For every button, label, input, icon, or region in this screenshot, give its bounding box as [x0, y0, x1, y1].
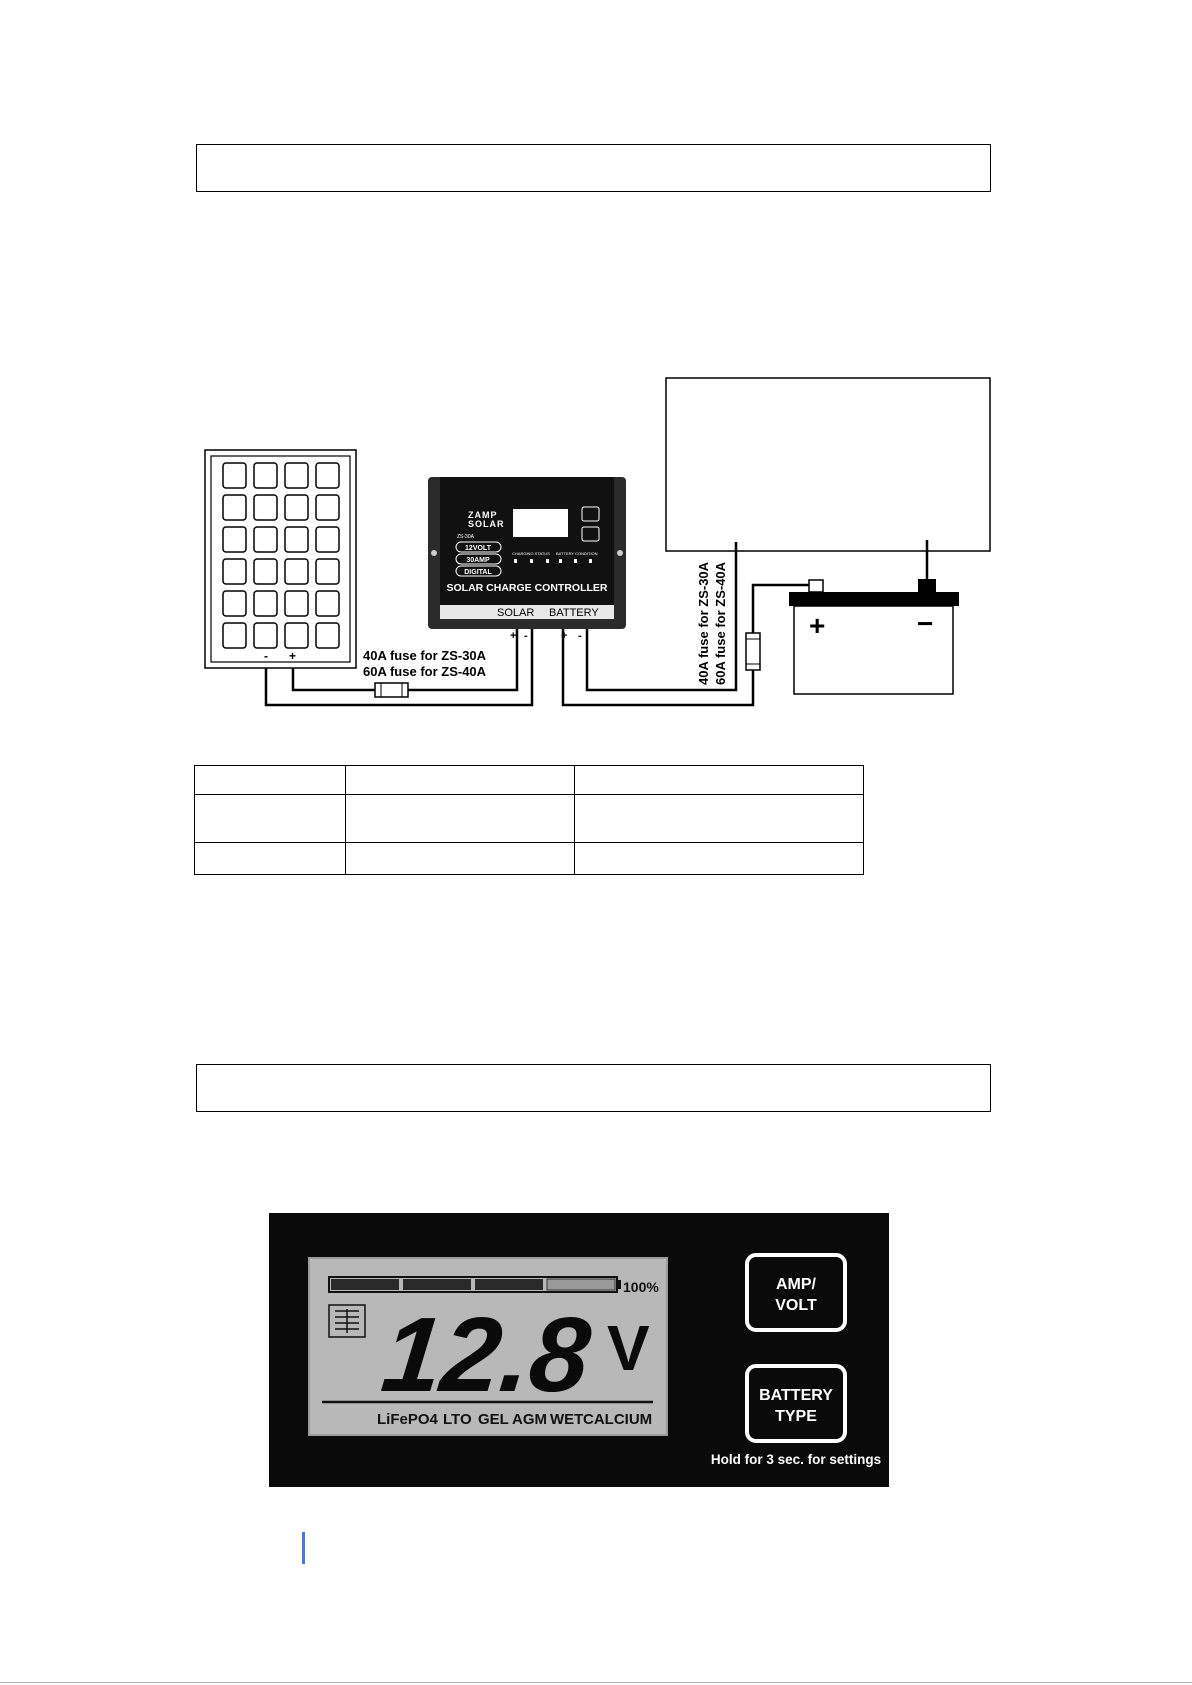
solar-cell	[222, 590, 247, 617]
fuse-battery-label-2: 60A fuse for ZS-40A	[713, 561, 728, 685]
solar-cell	[253, 590, 278, 617]
battery-type-gel: GEL	[478, 1411, 509, 1428]
fuse-battery	[745, 632, 761, 671]
controller-charging-status: CHARGING STATUS	[512, 551, 550, 556]
controller-badge-digital: DIGITAL	[464, 569, 492, 576]
battery-type-label-1: BATTERY	[759, 1387, 833, 1404]
table-row	[194, 794, 864, 843]
table-cell	[194, 765, 346, 795]
charge-percent: 100%	[623, 1279, 659, 1295]
solar-cell	[253, 622, 278, 649]
panel-pos-sign: +	[289, 649, 296, 663]
table-cell	[574, 794, 864, 843]
controller-model: ZS-30A	[457, 534, 475, 540]
charge-controller: ZAMP SOLAR ZS-30A 12VOLT 30AMP DIGITAL C…	[428, 477, 626, 642]
panel-neg-sign: -	[264, 649, 268, 663]
controller-brand-2: SOLAR	[468, 519, 505, 529]
spec-table	[194, 765, 864, 875]
solar-cell	[222, 526, 247, 553]
wires	[264, 540, 929, 707]
solar-cell	[315, 526, 340, 553]
solar-panel: - +	[204, 449, 357, 669]
solar-cell	[315, 622, 340, 649]
load-box	[665, 377, 991, 552]
controller-title: SOLAR CHARGE CONTROLLER	[447, 582, 608, 594]
section-heading-box-2	[196, 1064, 991, 1112]
controller-label-battery: BATTERY	[549, 607, 599, 619]
wiring-diagram: - + 40A fuse for ZS-30A 60A fuse for ZS-…	[204, 377, 991, 707]
solar-cell	[315, 462, 340, 489]
solar-cell	[253, 462, 278, 489]
battery-neg-sign: −	[917, 608, 933, 639]
amp-volt-button[interactable]: AMP/ VOLT	[745, 1253, 847, 1332]
table-cell	[574, 765, 864, 795]
table-cell	[194, 842, 346, 875]
hold-hint: Hold for 3 sec. for settings	[711, 1452, 881, 1467]
fuse-pv-label-1: 40A fuse for ZS-30A	[363, 648, 487, 663]
battery: + −	[789, 579, 959, 695]
controller-leds	[514, 559, 592, 563]
solar-cell	[315, 494, 340, 521]
battery-type-calcium: CALCIUM	[583, 1411, 652, 1428]
table-cell	[345, 842, 575, 875]
solar-cell	[222, 558, 247, 585]
solar-cell	[315, 558, 340, 585]
charge-bar	[328, 1276, 621, 1293]
controller-label-solar: SOLAR	[497, 607, 534, 619]
page-bottom-rule	[0, 1682, 1192, 1683]
amp-volt-label-2: VOLT	[775, 1297, 817, 1314]
battery-pos-sign: +	[809, 610, 825, 641]
solar-cell	[222, 494, 247, 521]
controller-badge-volt: 12VOLT	[465, 545, 492, 552]
table-row	[194, 765, 864, 795]
solar-cell	[284, 494, 309, 521]
terminal-sign-3: +	[561, 630, 567, 642]
controller-brand-1: ZAMP	[468, 510, 498, 520]
terminal-sign-2: -	[524, 630, 528, 642]
solar-cell	[315, 590, 340, 617]
solar-cell	[222, 462, 247, 489]
battery-type-label-2: TYPE	[775, 1408, 817, 1425]
solar-cell	[284, 558, 309, 585]
table-cell	[345, 765, 575, 795]
fuse-pv	[374, 682, 409, 698]
voltage-unit: V	[607, 1312, 650, 1384]
battery-type-lifepo4: LiFePO4	[377, 1411, 439, 1428]
voltage-reading: 12.8	[377, 1295, 596, 1414]
solar-cell	[253, 526, 278, 553]
accent-bar	[302, 1532, 305, 1564]
amp-volt-label-1: AMP/	[776, 1276, 817, 1293]
solar-cell	[284, 622, 309, 649]
controller-battery-condition: BATTERY CONDITION	[556, 551, 598, 556]
fuse-battery-label-1: 40A fuse for ZS-30A	[696, 561, 711, 685]
solar-cell	[284, 590, 309, 617]
solar-cell	[222, 622, 247, 649]
solar-cell	[284, 526, 309, 553]
table-cell	[194, 794, 346, 843]
solar-cell	[253, 494, 278, 521]
battery-type-lto: LTO	[443, 1411, 472, 1428]
table-row	[194, 842, 864, 875]
table-cell	[574, 842, 864, 875]
solar-cell	[284, 462, 309, 489]
display-panel: 100% 12.8 V LiFePO4 LTO GEL AGM WET CALC…	[269, 1213, 889, 1487]
terminal-sign-4: -	[578, 630, 582, 642]
fuse-pv-label-2: 60A fuse for ZS-40A	[363, 664, 487, 679]
battery-type-agm: AGM	[512, 1411, 547, 1428]
table-cell	[345, 794, 575, 843]
solar-cell	[253, 558, 278, 585]
battery-type-wet: WET	[550, 1411, 583, 1428]
solar-cells	[222, 462, 340, 649]
solar-panel-icon	[328, 1304, 366, 1338]
section-heading-box-1	[196, 144, 991, 192]
battery-type-button[interactable]: BATTERY TYPE	[745, 1364, 847, 1443]
terminal-sign-1: +	[510, 630, 516, 642]
controller-badge-amp: 30AMP	[466, 557, 490, 564]
